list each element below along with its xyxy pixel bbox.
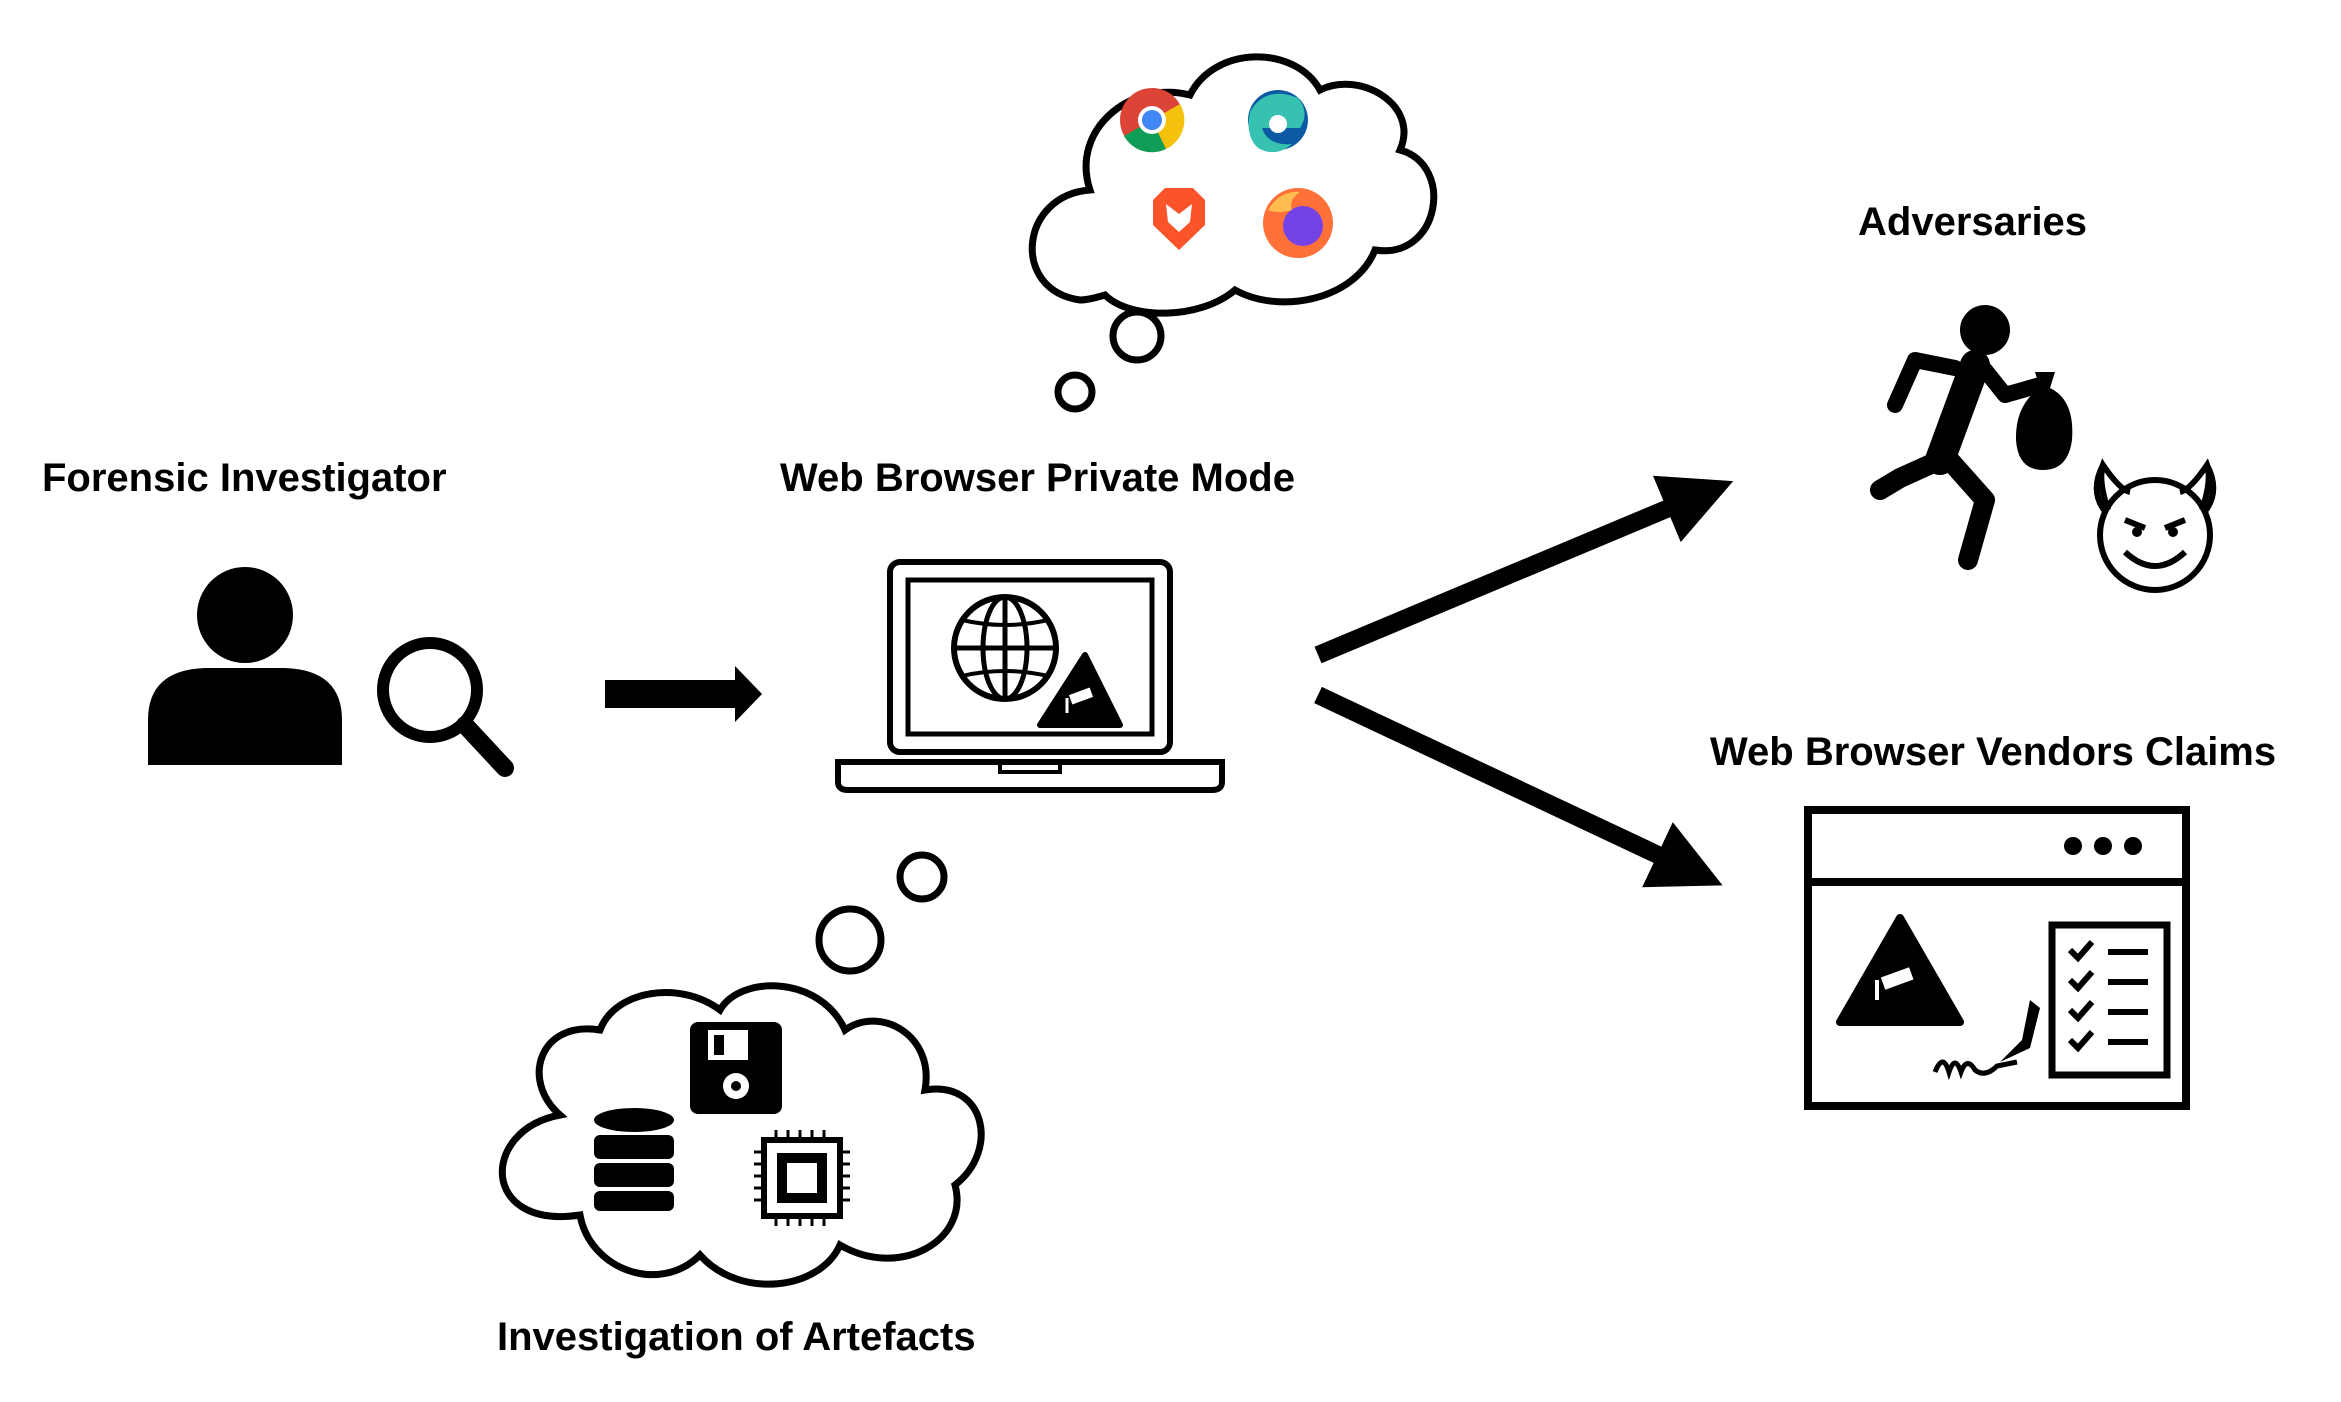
arrow-to-adversaries bbox=[1314, 475, 1734, 664]
incognito-warning-icon bbox=[1037, 652, 1123, 728]
browser-thought-cloud bbox=[1028, 53, 1438, 413]
floppy-disk-icon bbox=[690, 1022, 782, 1114]
running-thief-icon bbox=[1870, 305, 2048, 570]
database-icon bbox=[594, 1108, 674, 1211]
money-bag-icon bbox=[2015, 372, 2073, 470]
arrow-to-private-mode bbox=[605, 666, 762, 722]
vendors-claims-label: Web Browser Vendors Claims bbox=[1710, 730, 2277, 774]
magnifier-icon bbox=[377, 637, 514, 777]
firefox-icon bbox=[1263, 188, 1333, 258]
globe-icon bbox=[951, 594, 1059, 702]
devil-face-icon bbox=[2093, 458, 2217, 593]
private-mode-label: Web Browser Private Mode bbox=[780, 456, 1295, 500]
brave-icon bbox=[1153, 188, 1205, 250]
adversaries-label: Adversaries bbox=[1858, 200, 2088, 244]
chrome-icon bbox=[1120, 88, 1185, 153]
artefacts-label: Investigation of Artefacts bbox=[497, 1315, 976, 1359]
person-icon bbox=[148, 567, 342, 765]
edge-icon bbox=[1248, 90, 1308, 153]
signature-pen-icon bbox=[1932, 1000, 2040, 1081]
cpu-chip-icon bbox=[754, 1130, 850, 1226]
vendor-incognito-warning-icon bbox=[1836, 914, 1964, 1026]
arrow-to-vendors bbox=[1314, 686, 1723, 888]
forensic-investigator-label: Forensic Investigator bbox=[42, 456, 447, 500]
laptop-icon bbox=[835, 559, 1225, 793]
checklist-icon bbox=[2048, 921, 2171, 1079]
